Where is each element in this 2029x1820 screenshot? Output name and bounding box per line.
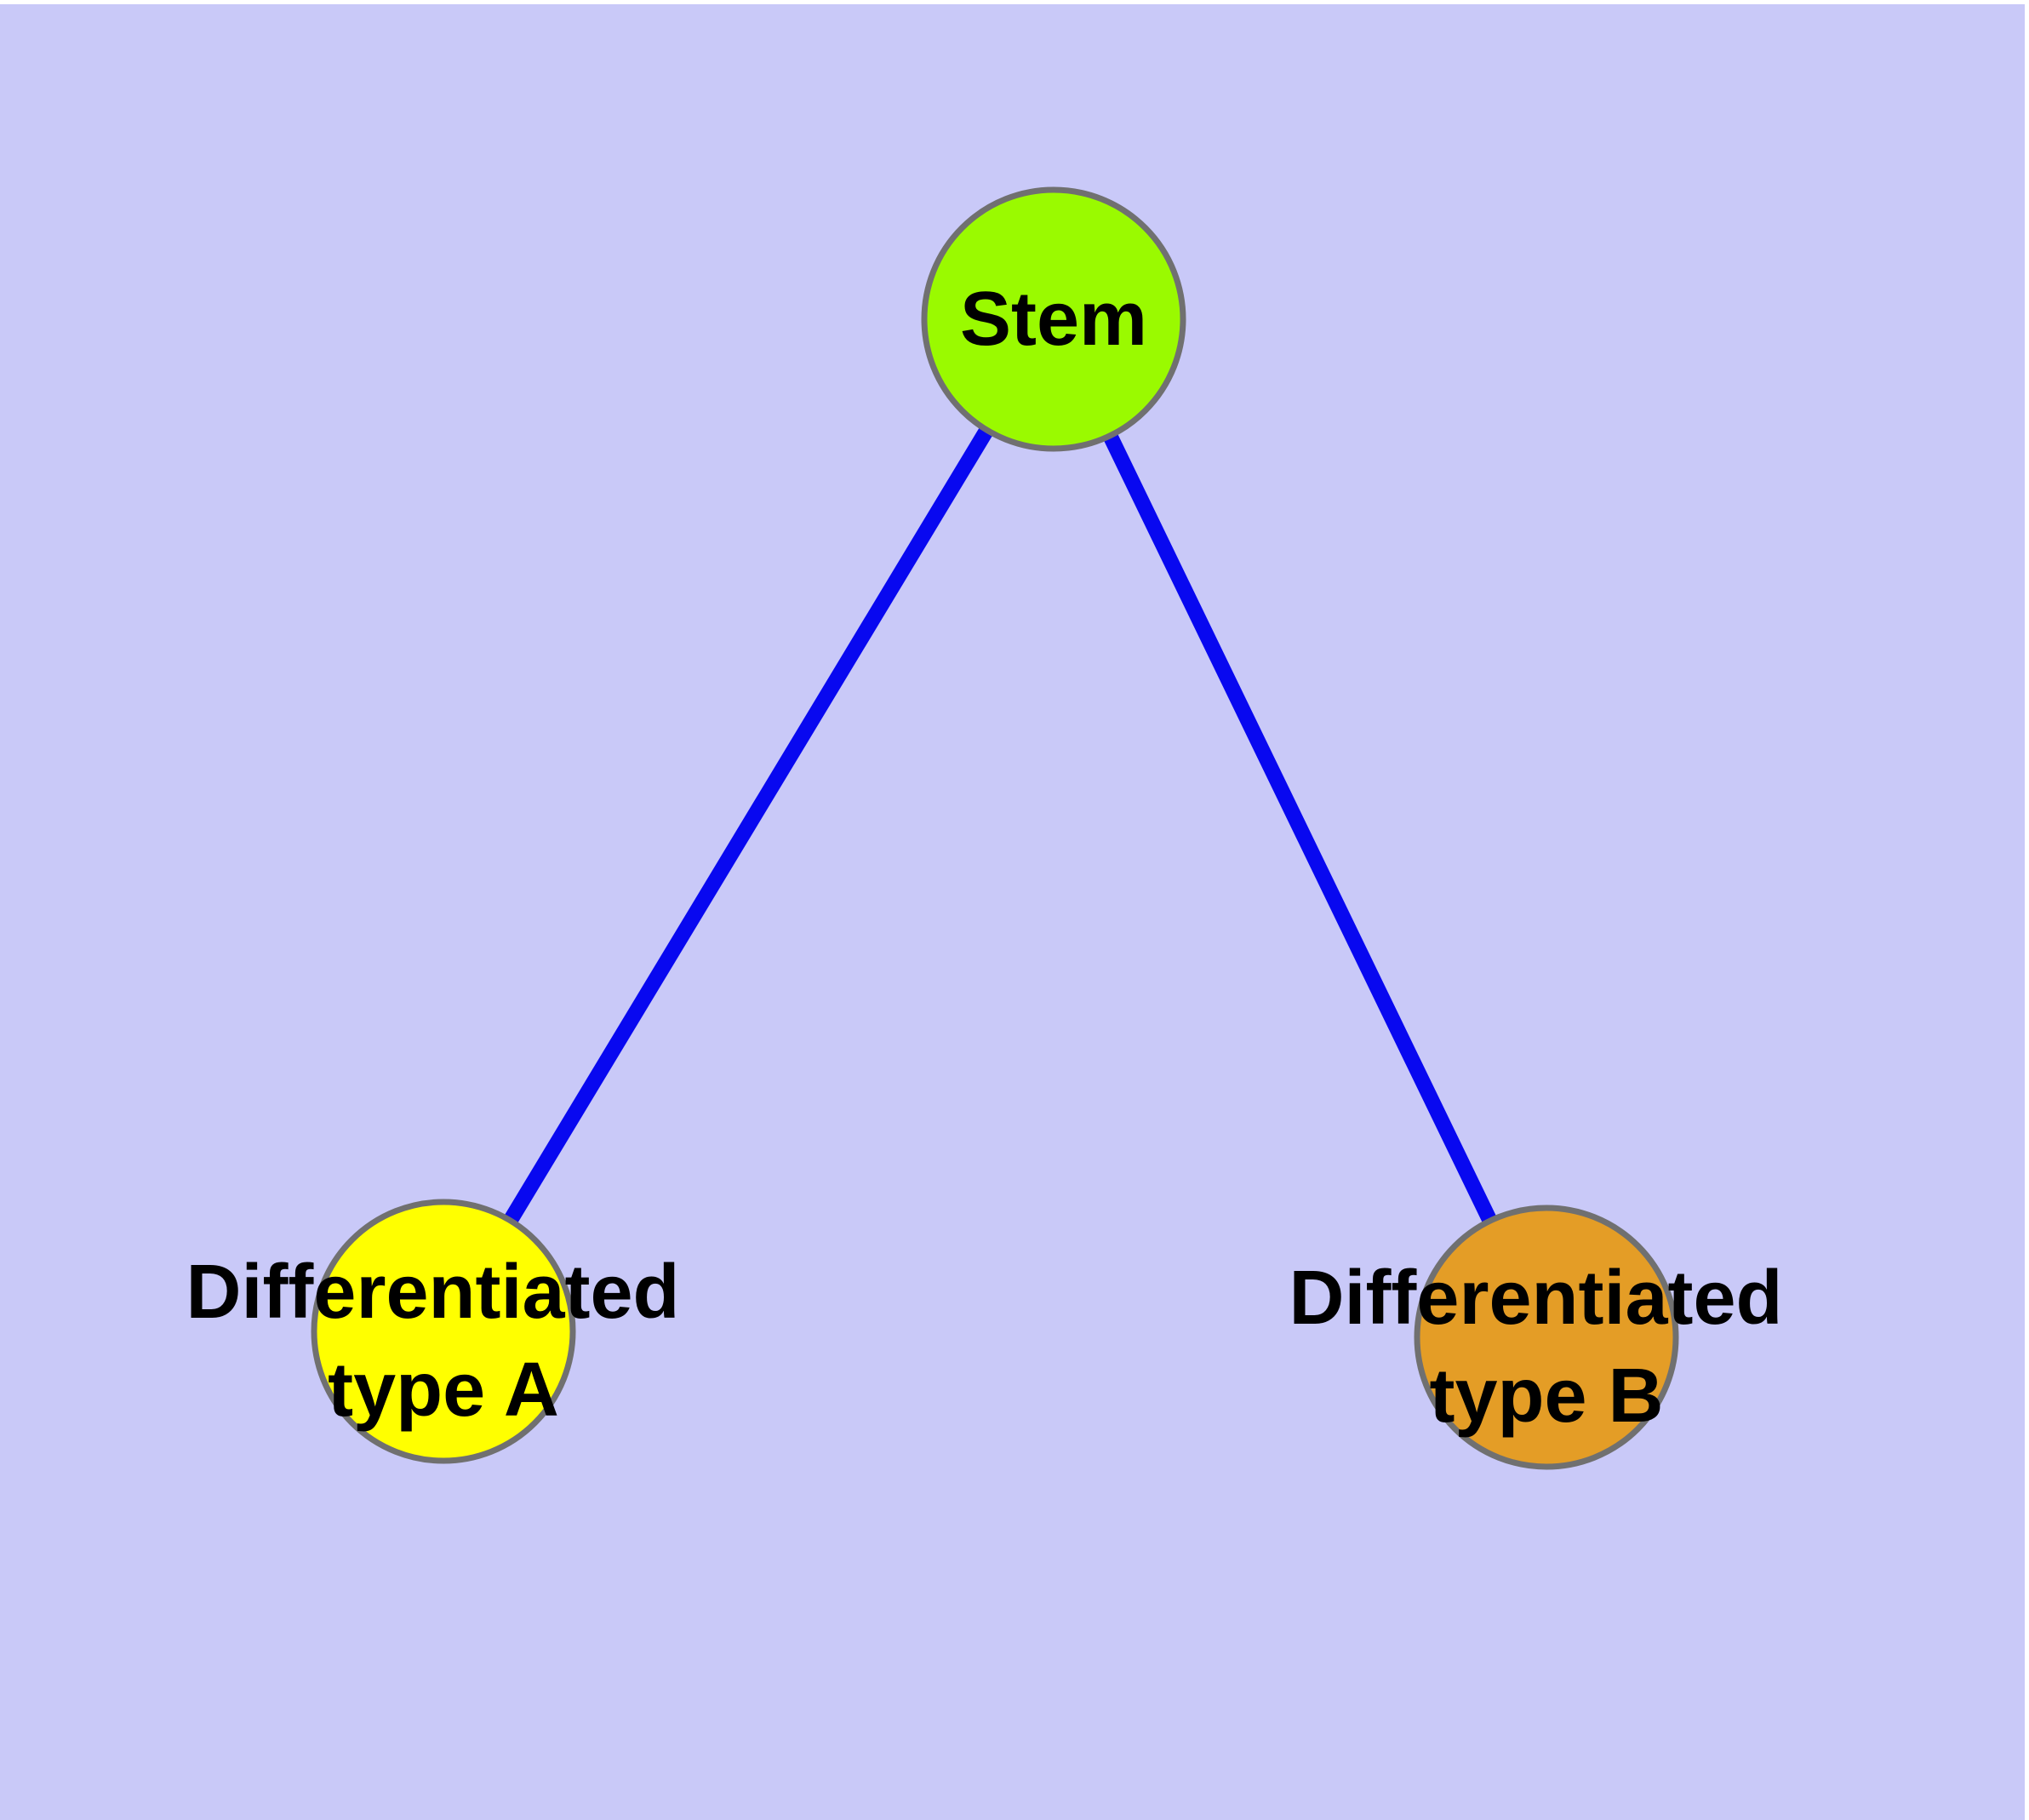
- node-type-a-label-line2: type A: [328, 1348, 559, 1433]
- node-type-b-label: Differentiated type B: [1289, 1256, 1803, 1439]
- edge-stem-to-type-a: [437, 315, 1060, 1336]
- node-type-b-label-line1: Differentiated: [1289, 1256, 1782, 1341]
- node-differentiated-type-a: [311, 1199, 576, 1464]
- node-stem-label: Stem: [960, 277, 1147, 362]
- node-type-b-label-line2: type B: [1429, 1354, 1663, 1439]
- node-type-a-label-line1: Differentiated: [186, 1250, 679, 1335]
- node-differentiated-type-b: [1414, 1205, 1679, 1470]
- node-stem: [921, 186, 1186, 452]
- top-frame-strip: [0, 0, 2029, 4]
- node-type-a-label: Differentiated type A: [186, 1250, 700, 1433]
- right-frame-strip: [2025, 0, 2029, 1820]
- edge-stem-to-type-b: [1046, 316, 1554, 1341]
